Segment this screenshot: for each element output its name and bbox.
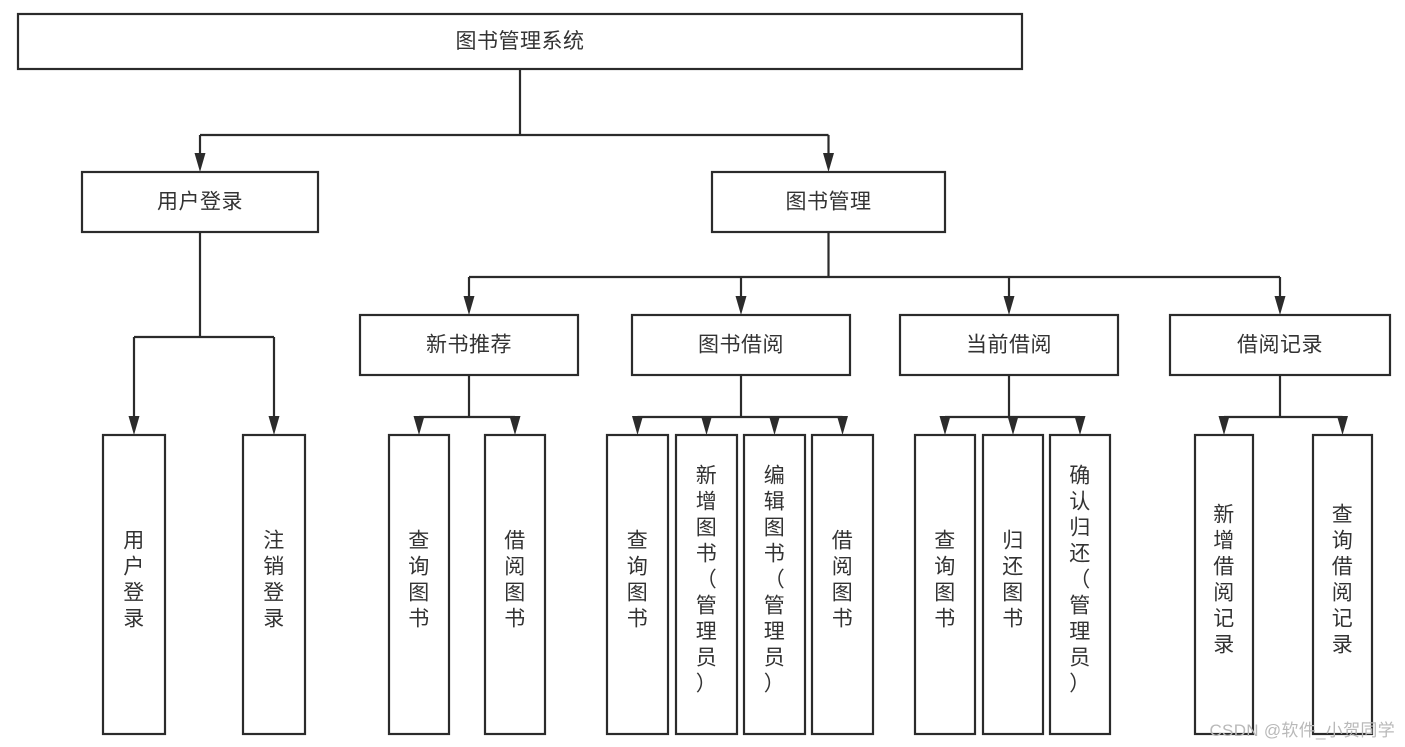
node-leaf-user-login[interactable]: 用户登录 [101,433,167,736]
arrow-head-icon [837,416,848,435]
node-leaf-query-book-borrow-label: 查询图书 [627,530,649,631]
node-leaf-edit-book-admin-label: 编辑图书（管理员） [764,465,786,696]
node-leaf-return-book-label: 归还图书 [1002,530,1024,631]
node-book-borrow[interactable]: 图书借阅 [630,313,852,377]
arrow-head-icon [1218,416,1230,435]
arrow-head-icon [509,416,521,435]
node-leaf-confirm-return-admin[interactable]: 确认归还（管理员） [1048,433,1112,736]
node-leaf-borrow-book-rec[interactable]: 借阅图书 [483,433,547,736]
node-leaf-user-login-box [101,433,167,736]
node-leaf-query-borrow-record-box [1311,433,1374,736]
node-leaf-add-borrow-record[interactable]: 新增借阅记录 [1193,433,1255,736]
node-leaf-query-book-borrow[interactable]: 查询图书 [605,433,670,736]
arrow-head-icon [463,296,475,315]
arrow-head-icon [735,296,747,315]
arrow-head-icon [1007,416,1019,435]
node-leaf-add-book-admin-label: 新增图书（管理员） [696,465,718,696]
node-user-login-box [80,170,320,234]
arrow-head-icon [1274,296,1286,315]
node-borrow-record[interactable]: 借阅记录 [1168,313,1392,377]
node-leaf-query-borrow-record-label: 查询借阅记录 [1332,504,1354,657]
node-leaf-query-book-current[interactable]: 查询图书 [913,433,977,736]
node-book-borrow-label: 图书借阅 [698,334,784,357]
node-leaf-logout-login-label: 注销登录 [263,530,285,631]
node-leaf-return-book-box [981,433,1045,736]
node-leaf-query-book-rec-label: 查询图书 [408,530,430,631]
arrow-head-icon [268,416,280,435]
node-book-borrow-box [630,313,852,377]
connectors-layer [128,69,1348,435]
node-leaf-query-book-rec-box [387,433,451,736]
node-leaf-borrow-book-label: 借阅图书 [832,530,854,631]
node-leaf-confirm-return-admin-box [1048,433,1112,736]
node-leaf-borrow-book-rec-label: 借阅图书 [504,530,526,631]
node-leaf-borrow-book[interactable]: 借阅图书 [810,433,875,736]
node-root-box [16,12,1024,71]
node-leaf-query-borrow-record[interactable]: 查询借阅记录 [1311,433,1374,736]
node-current-borrow[interactable]: 当前借阅 [898,313,1120,377]
node-new-book-recommend-box [358,313,580,377]
node-leaf-add-borrow-record-box [1193,433,1255,736]
node-leaf-query-book-borrow-box [605,433,670,736]
arrow-head-icon [413,416,425,435]
node-new-book-recommend-label: 新书推荐 [426,334,512,357]
node-leaf-logout-login-box [241,433,307,736]
node-current-borrow-label: 当前借阅 [966,334,1052,357]
node-borrow-record-label: 借阅记录 [1237,334,1323,357]
node-leaf-confirm-return-admin-label: 确认归还（管理员） [1069,465,1091,696]
node-leaf-return-book[interactable]: 归还图书 [981,433,1045,736]
node-leaf-add-book-admin[interactable]: 新增图书（管理员） [674,433,739,736]
arrow-head-icon [128,416,140,435]
arrow-head-icon [823,153,834,172]
node-leaf-query-book-rec[interactable]: 查询图书 [387,433,451,736]
arrow-head-icon [632,416,643,435]
arrow-head-icon [939,416,951,435]
node-book-management-label: 图书管理 [786,191,872,214]
arrow-head-icon [701,416,712,435]
node-leaf-borrow-book-box [810,433,875,736]
node-leaf-user-login-label: 用户登录 [123,530,145,631]
nodes-layer: 图书管理系统用户登录图书管理新书推荐图书借阅当前借阅借阅记录用户登录注销登录查询… [16,12,1392,736]
node-root-label: 图书管理系统 [456,30,585,53]
node-book-management[interactable]: 图书管理 [710,170,947,234]
node-leaf-edit-book-admin-box [742,433,807,736]
arrow-head-icon [194,153,206,172]
node-leaf-borrow-book-rec-box [483,433,547,736]
node-new-book-recommend[interactable]: 新书推荐 [358,313,580,377]
node-user-login-label: 用户登录 [157,191,243,214]
arrow-head-icon [1337,416,1348,435]
arrow-head-icon [1003,296,1015,315]
node-leaf-logout-login[interactable]: 注销登录 [241,433,307,736]
arrow-head-icon [769,416,780,435]
node-user-login[interactable]: 用户登录 [80,170,320,234]
node-leaf-add-borrow-record-label: 新增借阅记录 [1213,504,1235,657]
arrow-head-icon [1074,416,1086,435]
node-borrow-record-box [1168,313,1392,377]
node-leaf-edit-book-admin[interactable]: 编辑图书（管理员） [742,433,807,736]
csdn-watermark: CSDN @软件_小贺同学 [1209,721,1395,740]
node-leaf-query-book-current-label: 查询图书 [934,530,956,631]
node-leaf-add-book-admin-box [674,433,739,736]
node-current-borrow-box [898,313,1120,377]
node-book-management-box [710,170,947,234]
node-root[interactable]: 图书管理系统 [16,12,1024,71]
node-leaf-query-book-current-box [913,433,977,736]
